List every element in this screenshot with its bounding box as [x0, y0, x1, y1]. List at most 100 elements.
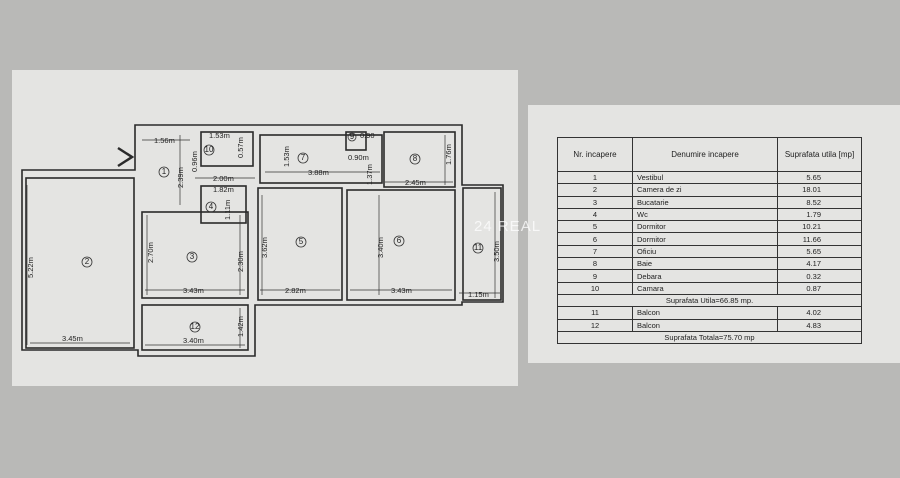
header-nr: Nr. incapere — [557, 137, 633, 172]
dimension-label: 1.37m — [365, 164, 374, 185]
outer-wall — [21, 124, 504, 357]
room-area: 4.02 — [777, 306, 862, 320]
room-name: Debara — [632, 269, 778, 283]
room-area: 5.65 — [777, 244, 862, 259]
dimension-label: 5.22m — [26, 257, 35, 278]
room-area: 4.83 — [777, 318, 862, 332]
room-number: 1 — [557, 170, 633, 185]
room-area: 0.87 — [777, 281, 862, 295]
dimension-label: 1.56m — [154, 136, 175, 145]
room-number: 3 — [557, 195, 633, 209]
room-label: 12 — [191, 322, 200, 331]
subtotal-row: Suprafata Utila=66.85 mp. — [557, 293, 862, 308]
room-name: Camara — [632, 281, 778, 295]
room-area: 8.52 — [777, 195, 862, 209]
room-name: Vestibul — [632, 170, 778, 185]
dimension-label: 2.39m — [176, 167, 185, 188]
watermark: 24 REAL — [474, 218, 542, 235]
dimension-label: 0.90 — [360, 131, 375, 140]
room-number: 10 — [557, 281, 633, 295]
floor-plan-sheet — [12, 70, 518, 386]
room-number: 5 — [557, 220, 633, 234]
room-name: Dormitor — [632, 220, 778, 234]
room-area: 4.17 — [777, 257, 862, 271]
room-number: 7 — [557, 244, 633, 259]
room-11 — [462, 187, 502, 301]
dimension-label: 0.90m — [348, 153, 369, 162]
room-area: 0.32 — [777, 269, 862, 283]
dimension-label: 1.53m — [282, 146, 291, 167]
room-area: 10.21 — [777, 220, 862, 234]
room-2 — [25, 177, 135, 349]
room-7 — [259, 134, 383, 184]
room-number: 9 — [557, 269, 633, 283]
room-12 — [141, 304, 249, 351]
room-9 — [345, 131, 367, 151]
dimension-label: 3.40m — [376, 237, 385, 258]
dimension-label: 3.43m — [183, 286, 204, 295]
dimension-label: 2.45m — [405, 178, 426, 187]
header-name: Denumire incapere — [632, 137, 778, 172]
dimension-label: 2.70m — [146, 242, 155, 263]
room-4 — [200, 185, 247, 224]
room-name: Wc — [632, 207, 778, 222]
room-label: 9 — [350, 132, 355, 141]
room-6 — [346, 189, 456, 301]
room-label: 5 — [299, 237, 304, 246]
room-number: 8 — [557, 257, 633, 271]
dimension-label: 0.57m — [236, 137, 245, 158]
room-label: 7 — [301, 153, 306, 162]
dimension-label: 3.45m — [62, 334, 83, 343]
room-3 — [141, 211, 249, 299]
dimension-label: 1.82m — [213, 185, 234, 194]
room-label: 11 — [474, 243, 483, 252]
room-name: Baie — [632, 257, 778, 271]
room-name: Oficiu — [632, 244, 778, 259]
room-label: 10 — [205, 145, 214, 154]
dimension-label: 3.43m — [391, 286, 412, 295]
total-row: Suprafata Totala=75.70 mp — [557, 330, 862, 345]
room-label: 4 — [209, 202, 214, 211]
dimension-label: 0.96m — [190, 151, 199, 172]
room-label: 1 — [162, 167, 167, 176]
room-area: 11.66 — [777, 232, 862, 246]
room-name: Bucatarie — [632, 195, 778, 209]
room-number: 12 — [557, 318, 633, 332]
header-area: Suprafata utila [mp] — [777, 137, 862, 172]
dimension-label: 3.40m — [183, 336, 204, 345]
dimension-label: 1.76m — [444, 144, 453, 165]
room-area: 18.01 — [777, 183, 862, 197]
room-label: 3 — [190, 252, 195, 261]
room-name: Balcon — [632, 306, 778, 320]
room-number: 2 — [557, 183, 633, 197]
room-area: 5.65 — [777, 170, 862, 185]
room-name: Balcon — [632, 318, 778, 332]
dimension-label: 1.53m — [209, 131, 230, 140]
room-10 — [200, 131, 254, 167]
area-table: Nr. incapere Denumire incapere Suprafata… — [557, 137, 862, 345]
room-number: 4 — [557, 207, 633, 222]
room-8 — [383, 131, 456, 188]
dimension-label: 2.30m — [236, 251, 245, 272]
room-label: 8 — [413, 154, 418, 163]
room-label: 2 — [85, 257, 90, 266]
dimension-label: 3.88m — [308, 168, 329, 177]
dimension-label: 3.62m — [260, 237, 269, 258]
dimension-label: 1.42m — [236, 316, 245, 337]
room-area: 1.79 — [777, 207, 862, 222]
room-name: Dormitor — [632, 232, 778, 246]
dimension-label: 1.11m — [223, 200, 232, 220]
room-number: 6 — [557, 232, 633, 246]
